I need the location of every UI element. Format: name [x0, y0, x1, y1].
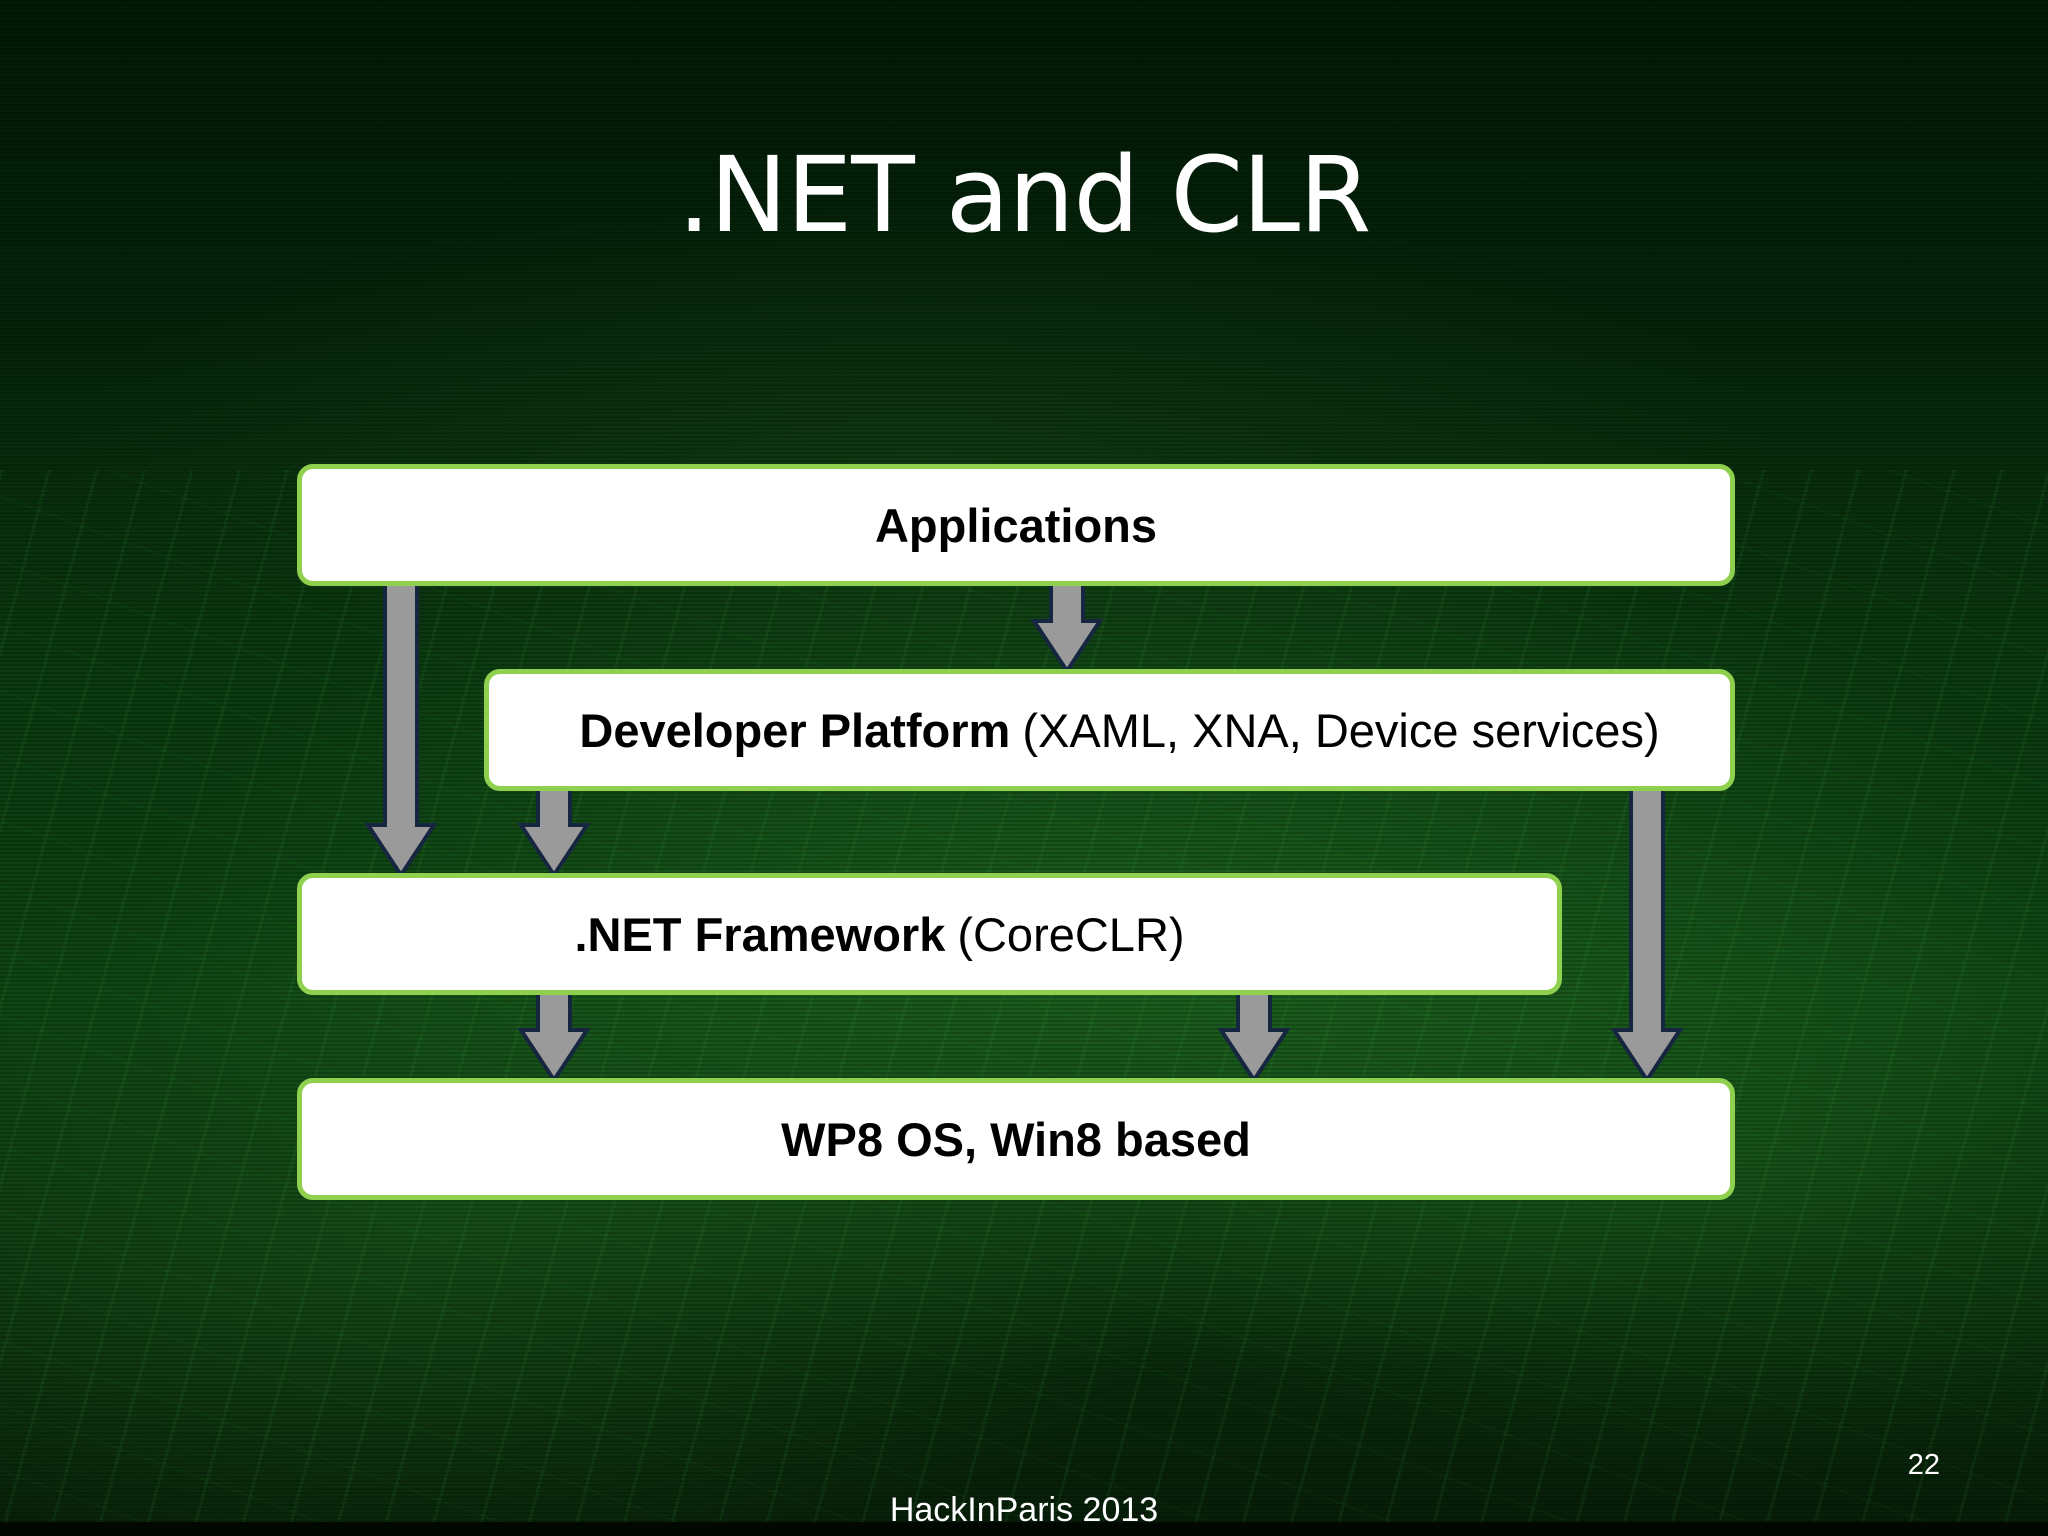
arrow-applications-to-developer-platform — [1030, 582, 1104, 675]
box-os: WP8 OS, Win8 based — [297, 1078, 1735, 1200]
box-net-framework: .NET Framework(CoreCLR) — [297, 873, 1562, 995]
box-applications: Applications — [297, 464, 1735, 586]
box-developer-platform-note: (XAML, XNA, Device services) — [1022, 703, 1660, 757]
box-developer-platform-label: Developer Platform — [579, 703, 1011, 757]
box-os-label: WP8 OS, Win8 based — [781, 1112, 1251, 1166]
arrow-net-framework-to-os-right — [1217, 991, 1291, 1084]
box-net-framework-label: .NET Framework — [574, 907, 946, 961]
page-number: 22 — [1907, 1449, 1940, 1481]
background-city-texture — [0, 470, 2048, 1536]
slide-title: .NET and CLR — [677, 134, 1372, 256]
bottom-bar — [0, 1522, 2048, 1536]
box-net-framework-note: (CoreCLR) — [957, 907, 1185, 961]
arrow-applications-to-net-framework — [364, 582, 438, 879]
box-applications-label: Applications — [874, 498, 1158, 552]
arrow-net-framework-to-os-left — [517, 991, 591, 1084]
arrow-developer-platform-to-os — [1610, 787, 1684, 1084]
arrow-developer-platform-to-net-framework — [517, 787, 591, 879]
box-developer-platform: Developer Platform(XAML, XNA, Device ser… — [484, 669, 1735, 791]
